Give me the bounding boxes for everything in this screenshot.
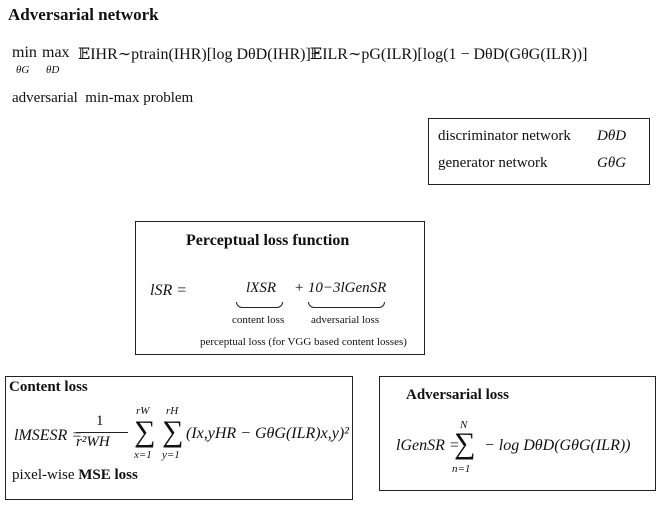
mse-body: (Ix,yHR − GθG(ILR)x,y)² xyxy=(186,425,349,442)
sum-x-lower: x=1 xyxy=(134,449,152,461)
mse-caption-plain: pixel-wise xyxy=(12,467,79,483)
gen-loss-body: − log DθD(GθG(ILR)) xyxy=(484,437,631,454)
perceptual-lhs: lSR = xyxy=(150,282,188,299)
mse-fraction-bar xyxy=(76,432,128,433)
perceptual-loss-title: Perceptual loss function xyxy=(186,232,350,249)
perceptual-loss-box: Perceptual loss function lSR = lXSR + 10… xyxy=(135,221,425,355)
objective-second-term: 𝔼ILR∼pG(ILR)[log(1 − DθD(GθG(ILR))] xyxy=(310,46,588,63)
adversarial-loss-term: + 10−3lGenSR xyxy=(294,280,387,296)
sum-n-lower: n=1 xyxy=(452,463,471,475)
adversarial-loss-box: Adversarial loss lGenSR = N ∑ n=1 − log … xyxy=(379,376,656,491)
discriminator-label: discriminator network xyxy=(438,128,571,144)
min-subscript: θG xyxy=(16,64,30,76)
mse-caption: pixel-wise MSE loss xyxy=(12,467,138,484)
network-legend-box: discriminator network DθD generator netw… xyxy=(428,118,650,185)
sum-y-upper: rH xyxy=(166,405,179,417)
generator-label: generator network xyxy=(438,155,548,171)
adversarial-loss-label: adversarial loss xyxy=(311,314,380,326)
objective-first-term: 𝔼IHR∼ptrain(IHR)[log DθD(IHR)]+ xyxy=(78,46,320,63)
content-loss-brace xyxy=(236,302,283,308)
generator-symbol: GθG xyxy=(597,155,627,171)
discriminator-symbol: DθD xyxy=(597,128,627,144)
sum-y-sign: ∑ xyxy=(162,415,184,448)
mse-lhs: lMSESR = xyxy=(14,427,83,444)
adversarial-loss-brace xyxy=(308,302,385,308)
mse-fraction-denominator: r²WH xyxy=(76,434,110,450)
adversarial-caption: adversarial min-max problem xyxy=(12,90,194,106)
adversarial-network-title: Adversarial network xyxy=(8,5,159,24)
minmax-equation: min θG max θD 𝔼IHR∼ptrain(IHR)[log DθD(I… xyxy=(12,44,652,78)
sum-x-sign: ∑ xyxy=(134,415,156,448)
content-loss-label: content loss xyxy=(232,314,285,326)
gen-loss-lhs: lGenSR = xyxy=(396,437,460,454)
sum-x-upper: rW xyxy=(136,405,150,417)
content-loss-term: lXSR xyxy=(246,280,276,296)
min-operator: min xyxy=(12,44,37,61)
sum-n-sign: ∑ xyxy=(454,427,476,460)
content-loss-title: Content loss xyxy=(9,379,88,395)
sum-n-upper: N xyxy=(460,419,468,431)
max-subscript: θD xyxy=(46,64,60,76)
mse-caption-bold: MSE loss xyxy=(78,467,138,483)
perceptual-caption: perceptual loss (for VGG based content l… xyxy=(200,336,407,348)
adversarial-loss-title: Adversarial loss xyxy=(406,387,509,403)
mse-fraction-numerator: 1 xyxy=(96,413,104,429)
max-operator: max xyxy=(42,44,70,61)
sum-y-lower: y=1 xyxy=(162,449,180,461)
content-loss-box: Content loss lMSESR = 1 r²WH rW ∑ x=1 rH… xyxy=(5,376,353,500)
